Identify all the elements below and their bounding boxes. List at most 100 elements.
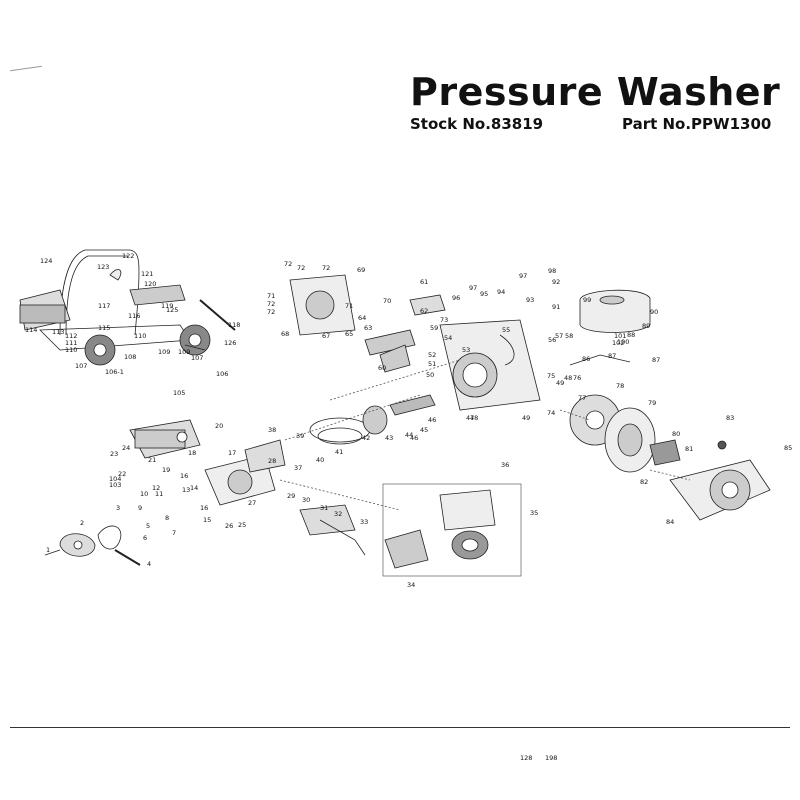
callout-label: 49 <box>522 414 530 422</box>
callout-label: 198 <box>545 754 557 762</box>
callout-label: 45 <box>420 426 428 434</box>
callout-label: 18 <box>188 449 196 457</box>
callout-label: 3 <box>116 504 120 512</box>
callout-label: 109 <box>158 348 170 356</box>
callout-label: 11 <box>155 490 163 498</box>
diagram-artwork <box>19 249 771 577</box>
callout-label: 61 <box>420 278 428 286</box>
callout-label: 104 <box>109 475 121 483</box>
callout-label: 83 <box>726 414 734 422</box>
callout-label: 31 <box>320 504 328 512</box>
callout-label: 53 <box>462 346 470 354</box>
callout-label: 16 <box>200 504 208 512</box>
callout-label: 74 <box>547 409 555 417</box>
callout-label: 55 <box>502 326 510 334</box>
callout-label: 12 <box>152 484 160 492</box>
callout-label: 101 <box>614 332 626 340</box>
guide-lines <box>279 359 691 511</box>
callout-label: 110 <box>134 332 146 340</box>
callout-label: 87 <box>652 356 660 364</box>
callout-label: 44 <box>405 431 413 439</box>
callout-label: 94 <box>497 288 505 296</box>
callout-label: 29 <box>287 492 295 500</box>
callout-label: 98 <box>548 267 556 275</box>
callout-label: 46 <box>410 434 418 442</box>
callout-label: 37 <box>294 464 302 472</box>
callout-label: 22 <box>118 470 126 478</box>
callout-label: 113 <box>52 328 64 336</box>
callout-label: 122 <box>122 252 134 260</box>
callout-label: 93 <box>526 296 534 304</box>
callout-label: 42 <box>362 434 370 442</box>
callout-label: 109 <box>178 348 190 356</box>
callout-label: 56 <box>548 336 556 344</box>
callout-label: 77 <box>578 394 586 402</box>
callout-label: 110 <box>65 346 77 354</box>
callout-label: 47 <box>466 414 474 422</box>
callout-label: 4 <box>147 560 151 568</box>
callout-label: 124 <box>40 257 52 265</box>
callout-label: 106 <box>216 370 228 378</box>
callout-label: 67 <box>322 332 330 340</box>
callout-label: 103 <box>109 481 121 489</box>
callout-label: 63 <box>364 324 372 332</box>
flywheel-illustration <box>569 394 771 521</box>
callout-label: 33 <box>360 518 368 526</box>
callout-label: 95 <box>480 290 488 298</box>
callout-label: 32 <box>334 510 342 518</box>
callout-label: 20 <box>215 422 223 430</box>
callout-label: 6 <box>143 534 147 542</box>
callout-label: 13 <box>182 486 190 494</box>
callout-label: 121 <box>141 270 153 278</box>
callout-label: 116 <box>128 312 140 320</box>
callout-label: 43 <box>385 434 393 442</box>
engine-block-illustration <box>289 274 541 411</box>
callout-label: 90 <box>650 308 658 316</box>
callout-label: 107 <box>191 354 203 362</box>
callout-label: 69 <box>357 266 365 274</box>
callout-label: 52 <box>428 351 436 359</box>
callout-label: 72 <box>267 308 275 316</box>
callout-label: 68 <box>281 330 289 338</box>
callout-label: 106-1 <box>105 368 124 376</box>
callout-label: 38 <box>268 426 276 434</box>
callout-label: 19 <box>162 466 170 474</box>
callout-label: 72 <box>267 300 275 308</box>
callout-label: 26 <box>225 522 233 530</box>
callout-label: 36 <box>501 461 509 469</box>
stock-number: Stock No.83819 <box>410 115 544 133</box>
callout-label: 114 <box>25 326 37 334</box>
callout-label: 100 <box>617 338 629 346</box>
callout-label: 65 <box>345 330 353 338</box>
callout-label: 79 <box>648 399 656 407</box>
callout-label: 91 <box>552 303 560 311</box>
callout-label: 108 <box>124 353 136 361</box>
callout-label: 112 <box>65 332 77 340</box>
valve-cover-illustration <box>44 525 141 566</box>
callout-label: 50 <box>426 371 434 379</box>
callout-label: 70 <box>383 297 391 305</box>
callout-label: 58 <box>565 332 573 340</box>
callout-label: 15 <box>203 516 211 524</box>
callout-label: 51 <box>428 360 436 368</box>
callout-label: 41 <box>335 448 343 456</box>
callout-label: 21 <box>148 456 156 464</box>
muffler-illustration <box>129 419 201 459</box>
callout-label: 59 <box>430 324 438 332</box>
callout-label: 87 <box>608 352 616 360</box>
footer-rule <box>10 727 790 728</box>
callout-label: 126 <box>224 339 236 347</box>
callout-label: 2 <box>80 519 84 527</box>
callout-label: 72 <box>297 264 305 272</box>
callout-label: 62 <box>420 307 428 315</box>
air-filter-illustration <box>299 483 522 577</box>
washer-frame-illustration <box>19 249 236 366</box>
callout-label: 17 <box>228 449 236 457</box>
callout-label: 8 <box>165 514 169 522</box>
callout-label: 39 <box>296 432 304 440</box>
callout-label: 128 <box>520 754 532 762</box>
callout-label: 73 <box>440 316 448 324</box>
callout-label: 72 <box>284 260 292 268</box>
callout-label: 99 <box>583 296 591 304</box>
